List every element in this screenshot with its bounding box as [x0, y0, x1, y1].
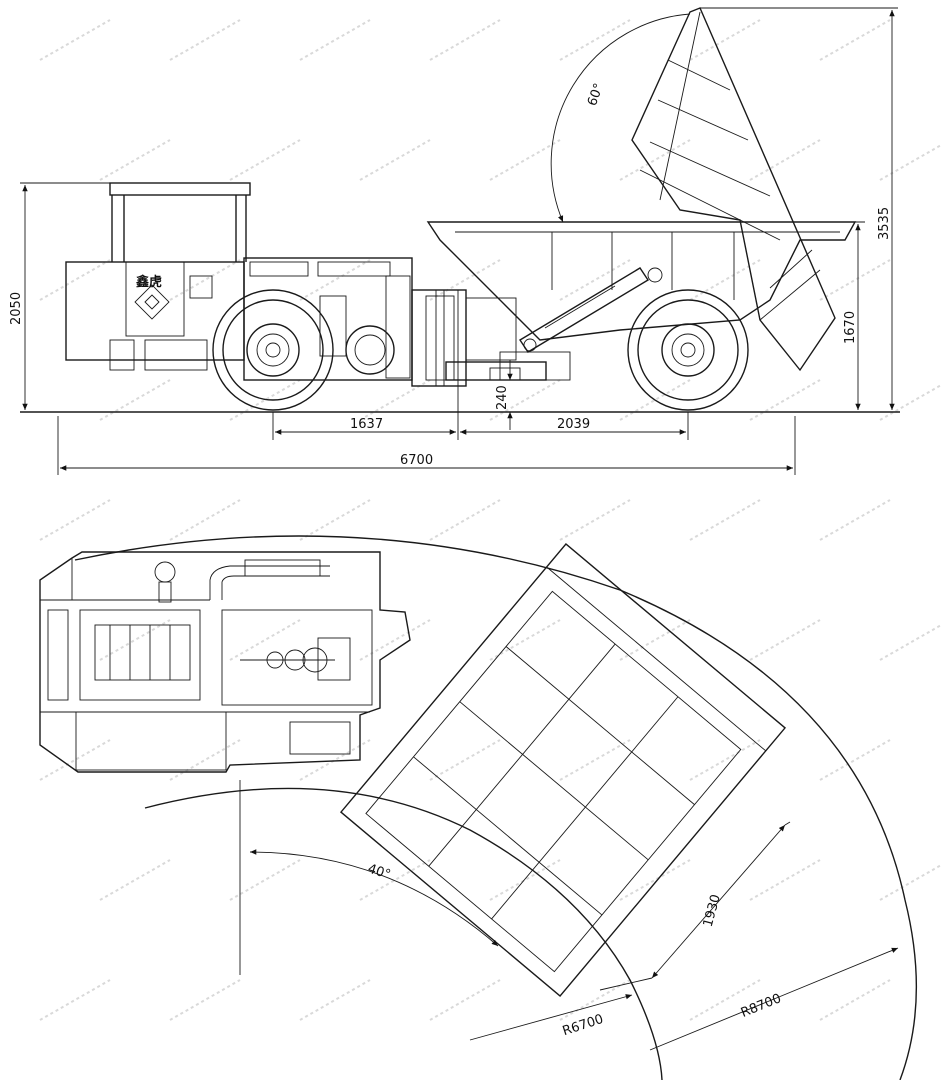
- watermark: [39, 19, 941, 1021]
- watermark-mark: [229, 379, 301, 421]
- steer-angle-dimension: 40°: [239, 780, 499, 975]
- watermark-mark: [299, 259, 371, 301]
- watermark-mark: [39, 259, 111, 301]
- outer-turn-arc: [74, 535, 918, 1080]
- dump-box-top: [339, 543, 787, 997]
- dump-box-raised: [631, 7, 836, 372]
- watermark-mark: [819, 19, 891, 61]
- watermark-mark: [749, 379, 821, 421]
- watermark-mark: [559, 739, 631, 781]
- side-view: 鑫虎: [9, 7, 900, 475]
- watermark-mark: [689, 19, 761, 61]
- outer-radius-label: R8700: [739, 991, 784, 1021]
- watermark-mark: [879, 383, 941, 421]
- watermark-mark: [229, 859, 301, 901]
- watermark-mark: [429, 499, 501, 541]
- watermark-mark: [819, 739, 891, 781]
- brand-mark: 鑫虎: [135, 274, 162, 290]
- box-width-dimension: 1930: [599, 821, 791, 991]
- inner-turn-arc: [144, 787, 663, 1080]
- height-label: 2050: [9, 292, 24, 325]
- clearance-dimension: 240: [488, 360, 525, 430]
- cab: 鑫虎: [65, 182, 251, 371]
- watermark-mark: [689, 979, 761, 1021]
- watermark-mark: [619, 619, 691, 661]
- watermark-mark: [99, 859, 171, 901]
- wheelbase-dimension: 1637 2039: [272, 290, 689, 440]
- watermark-mark: [169, 19, 241, 61]
- raised-height-label: 3535: [877, 207, 892, 240]
- front-frame: [243, 257, 547, 387]
- watermark-mark: [489, 139, 561, 181]
- watermark-mark: [879, 143, 941, 181]
- watermark-mark: [559, 499, 631, 541]
- watermark-mark: [879, 623, 941, 661]
- watermark-mark: [689, 259, 761, 301]
- watermark-mark: [559, 19, 631, 61]
- watermark-mark: [39, 979, 111, 1021]
- watermark-mark: [619, 379, 691, 421]
- watermark-mark: [749, 619, 821, 661]
- watermark-mark: [99, 139, 171, 181]
- watermark-mark: [169, 979, 241, 1021]
- length-dimension: 6700: [57, 416, 796, 475]
- watermark-mark: [99, 379, 171, 421]
- watermark-mark: [299, 19, 371, 61]
- watermark-mark: [429, 19, 501, 61]
- watermark-mark: [559, 259, 631, 301]
- watermark-mark: [619, 859, 691, 901]
- front-axle-label: 1637: [350, 417, 383, 432]
- top-view: 40° 1930 R6700 R8700: [39, 535, 918, 1080]
- watermark-mark: [169, 499, 241, 541]
- front-wheel: [212, 289, 334, 411]
- watermark-mark: [689, 499, 761, 541]
- watermark-mark: [169, 259, 241, 301]
- watermark-mark: [489, 379, 561, 421]
- watermark-mark: [39, 19, 111, 61]
- watermark-mark: [359, 619, 431, 661]
- watermark-mark: [819, 979, 891, 1021]
- watermark-mark: [99, 619, 171, 661]
- watermark-mark: [229, 139, 301, 181]
- watermark-mark: [689, 739, 761, 781]
- box-height-dimension: 1670: [840, 221, 865, 410]
- watermark-mark: [299, 499, 371, 541]
- length-label: 6700: [400, 453, 433, 468]
- clearance-label: 240: [495, 385, 510, 410]
- watermark-mark: [229, 619, 301, 661]
- box-height-label: 1670: [843, 311, 858, 344]
- height-dimension: 2050: [9, 182, 112, 410]
- watermark-mark: [879, 863, 941, 901]
- rear-wheel: [627, 289, 749, 411]
- watermark-mark: [749, 139, 821, 181]
- watermark-mark: [749, 859, 821, 901]
- watermark-mark: [429, 739, 501, 781]
- radius-dimensions: R6700 R8700: [469, 947, 899, 1051]
- watermark-mark: [39, 499, 111, 541]
- watermark-mark: [559, 979, 631, 1021]
- watermark-mark: [299, 979, 371, 1021]
- watermark-mark: [429, 259, 501, 301]
- watermark-mark: [489, 859, 561, 901]
- watermark-mark: [359, 139, 431, 181]
- watermark-mark: [819, 259, 891, 301]
- steer-angle-label: 40°: [366, 861, 393, 882]
- watermark-mark: [489, 619, 561, 661]
- dump-box-lowered: [426, 221, 857, 381]
- box-width-label: 1930: [701, 893, 724, 929]
- dump-angle-label: 60°: [585, 81, 607, 108]
- watermark-mark: [429, 979, 501, 1021]
- rear-axle-label: 2039: [557, 417, 590, 432]
- raised-height-dimension: 3535: [700, 7, 898, 410]
- dump-angle-dimension: 60°: [550, 13, 691, 223]
- watermark-mark: [299, 739, 371, 781]
- watermark-mark: [169, 739, 241, 781]
- front-frame-top: [39, 551, 411, 773]
- watermark-mark: [619, 139, 691, 181]
- watermark-mark: [39, 739, 111, 781]
- watermark-mark: [819, 499, 891, 541]
